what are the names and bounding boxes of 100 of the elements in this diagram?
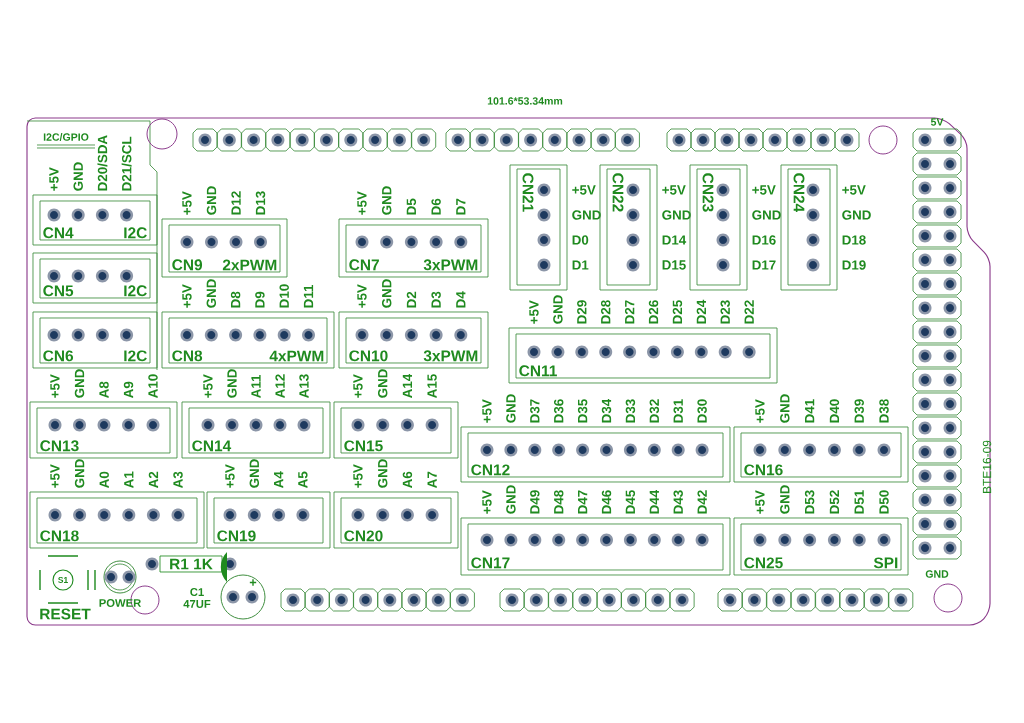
connector-label: CN22 <box>612 173 624 212</box>
pin-label: D45 <box>625 490 636 514</box>
pin-label: D14 <box>662 235 687 245</box>
pin-label: A6 <box>402 471 413 488</box>
part-label: POWER <box>99 599 141 607</box>
pin-label: D48 <box>554 490 564 514</box>
pin-label: +5V <box>182 284 192 308</box>
connector-label: CN17 <box>471 557 510 569</box>
connector-label: CN23 <box>702 173 714 212</box>
pin-label: D4 <box>456 291 466 308</box>
pin-label: D18 <box>842 235 866 245</box>
pin-label: GND <box>506 394 516 423</box>
pin-label: D24 <box>696 299 706 324</box>
pin-label: D6 <box>431 198 441 215</box>
pin-label: D38 <box>879 399 889 423</box>
pin-label: +5V <box>353 464 363 488</box>
board-code-label: BTE16-09 <box>982 440 992 493</box>
pin-label: GND <box>752 210 781 220</box>
pin-label: D5 <box>406 198 417 215</box>
header-label: GND <box>925 570 949 578</box>
pin-label: D51 <box>854 490 864 514</box>
pin-label: D12 <box>231 191 241 215</box>
pin-label: A12 <box>275 374 285 398</box>
pin-label: GND <box>206 186 217 215</box>
pin-label: A13 <box>299 374 309 398</box>
connector-label: CN24 <box>793 173 805 213</box>
pin-label: A11 <box>251 374 261 398</box>
pin-label: +5V <box>842 185 866 195</box>
pin-label: +5V <box>572 185 596 195</box>
function-label: I2C <box>124 227 147 239</box>
pin-label: +5V <box>357 191 367 215</box>
pin-label: A2 <box>148 471 159 488</box>
pin-label: A3 <box>173 471 183 488</box>
pin-label: GND <box>842 210 871 220</box>
connector-label: CN16 <box>744 464 783 476</box>
pin-label: GND <box>382 279 392 308</box>
pin-label: GND <box>206 279 217 308</box>
switch-drawing: S1 <box>39 555 96 604</box>
pin-label: GND <box>378 369 388 398</box>
pin-label: GND <box>553 295 563 324</box>
pin-label: D49 <box>530 490 540 514</box>
connector-label: CN25 <box>744 557 783 569</box>
pin-label: D13 <box>255 191 266 215</box>
pin-label: GND <box>74 369 85 398</box>
pin-label: GND <box>382 186 392 215</box>
connector-label: CN12 <box>471 464 510 476</box>
pin-label: D43 <box>673 490 683 514</box>
pin-label: D34 <box>601 398 612 423</box>
pin-label: D9 <box>255 291 265 308</box>
pin-label: D3 <box>431 291 441 308</box>
function-label: 3xPWM <box>423 259 478 271</box>
pin-label: GND <box>780 394 790 423</box>
pin-label: A4 <box>274 471 284 488</box>
pin-label: D2 <box>406 291 417 308</box>
pin-label: D16 <box>752 235 776 245</box>
pin-label: A5 <box>298 471 308 488</box>
pin-label: D50 <box>879 490 889 514</box>
pin-label: D35 <box>577 399 588 423</box>
part-label: C1 47UF <box>183 588 211 608</box>
pin-label: D20/SDA <box>97 135 108 191</box>
pin-label: +5V <box>482 490 492 514</box>
pin-label: GND <box>572 210 601 220</box>
connector-label: CN18 <box>40 530 79 542</box>
pin-label: GND <box>506 485 516 514</box>
pin-label: D25 <box>672 300 683 324</box>
pin-label: D53 <box>804 490 815 514</box>
pin-label: GND <box>249 459 260 488</box>
pin-label: D10 <box>279 284 289 308</box>
part-label: RESET <box>40 608 91 620</box>
pin-label: +5V <box>752 185 776 195</box>
function-label: 4xPWM <box>269 350 324 362</box>
pin-label: D33 <box>625 399 636 423</box>
pin-label: +5V <box>50 464 60 488</box>
pin-label: A7 <box>427 471 437 488</box>
pin-label: D22 <box>744 300 754 324</box>
function-label: I2C <box>124 350 147 362</box>
pin-label: D32 <box>649 399 660 423</box>
connector-label: CN9 <box>172 259 203 271</box>
pin-label: A0 <box>99 471 109 488</box>
function-label: 2xPWM <box>222 259 277 271</box>
pin-label: +5V <box>203 374 213 398</box>
connector-label: CN13 <box>40 440 79 452</box>
pin-label: D0 <box>572 235 589 245</box>
header-label: 5V <box>930 118 944 126</box>
pin-label: D39 <box>854 399 864 423</box>
function-label: I2C <box>124 285 147 297</box>
pin-label: GND <box>378 459 388 488</box>
pin-label: +5V <box>482 399 492 423</box>
pin-label: A15 <box>427 374 437 398</box>
pin-label: GND <box>662 210 691 220</box>
pin-label: +5V <box>662 185 686 195</box>
pin-label: D36 <box>553 399 564 423</box>
pin-label: D21/SCL <box>121 136 132 191</box>
pin-label: D17 <box>752 260 776 270</box>
dimension-label: 101.6*53.34mm <box>487 97 563 105</box>
pin-label: D28 <box>601 300 611 324</box>
pin-label: D23 <box>720 300 730 324</box>
connector-label: CN5 <box>43 285 74 297</box>
pin-label: D26 <box>648 300 659 324</box>
pin-label: D27 <box>624 300 635 324</box>
